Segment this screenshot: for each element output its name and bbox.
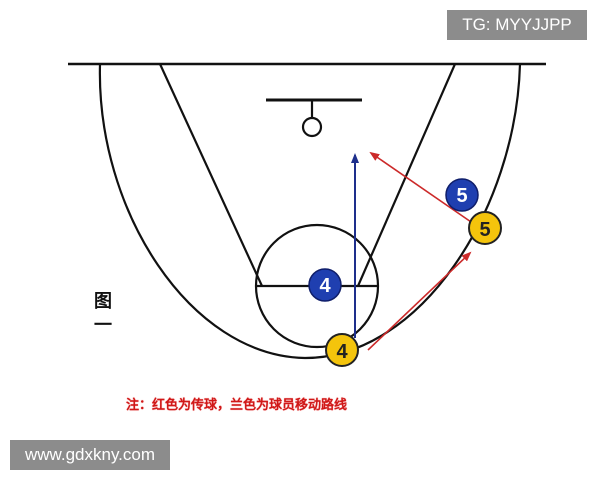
figure-label: 图一	[94, 291, 112, 336]
lane-line-left	[159, 63, 263, 287]
pass-4-to-5	[367, 251, 472, 351]
free-throw-circle	[254, 223, 380, 349]
watermark-top-right: TG: MYYJJPP	[447, 10, 587, 40]
pass-5-to-basket	[369, 151, 475, 225]
three-point-arc	[98, 63, 522, 360]
defender-5-token[interactable]: 5	[445, 178, 479, 212]
defender-4-token[interactable]: 4	[308, 268, 342, 302]
rim	[301, 116, 323, 138]
offense-5-number: 5	[479, 219, 490, 241]
legend-note: 注：红色为传球，兰色为球员移动路线	[126, 398, 348, 413]
offense-5-token[interactable]: 5	[468, 211, 502, 245]
defender-5-number: 5	[456, 185, 467, 207]
offense-4-number: 4	[336, 341, 348, 363]
lane-line-right	[356, 63, 457, 287]
watermark-bottom-left: www.gdxkny.com	[10, 440, 170, 470]
offense-4-token[interactable]: 4	[325, 333, 359, 367]
defender-4-number: 4	[319, 275, 331, 297]
